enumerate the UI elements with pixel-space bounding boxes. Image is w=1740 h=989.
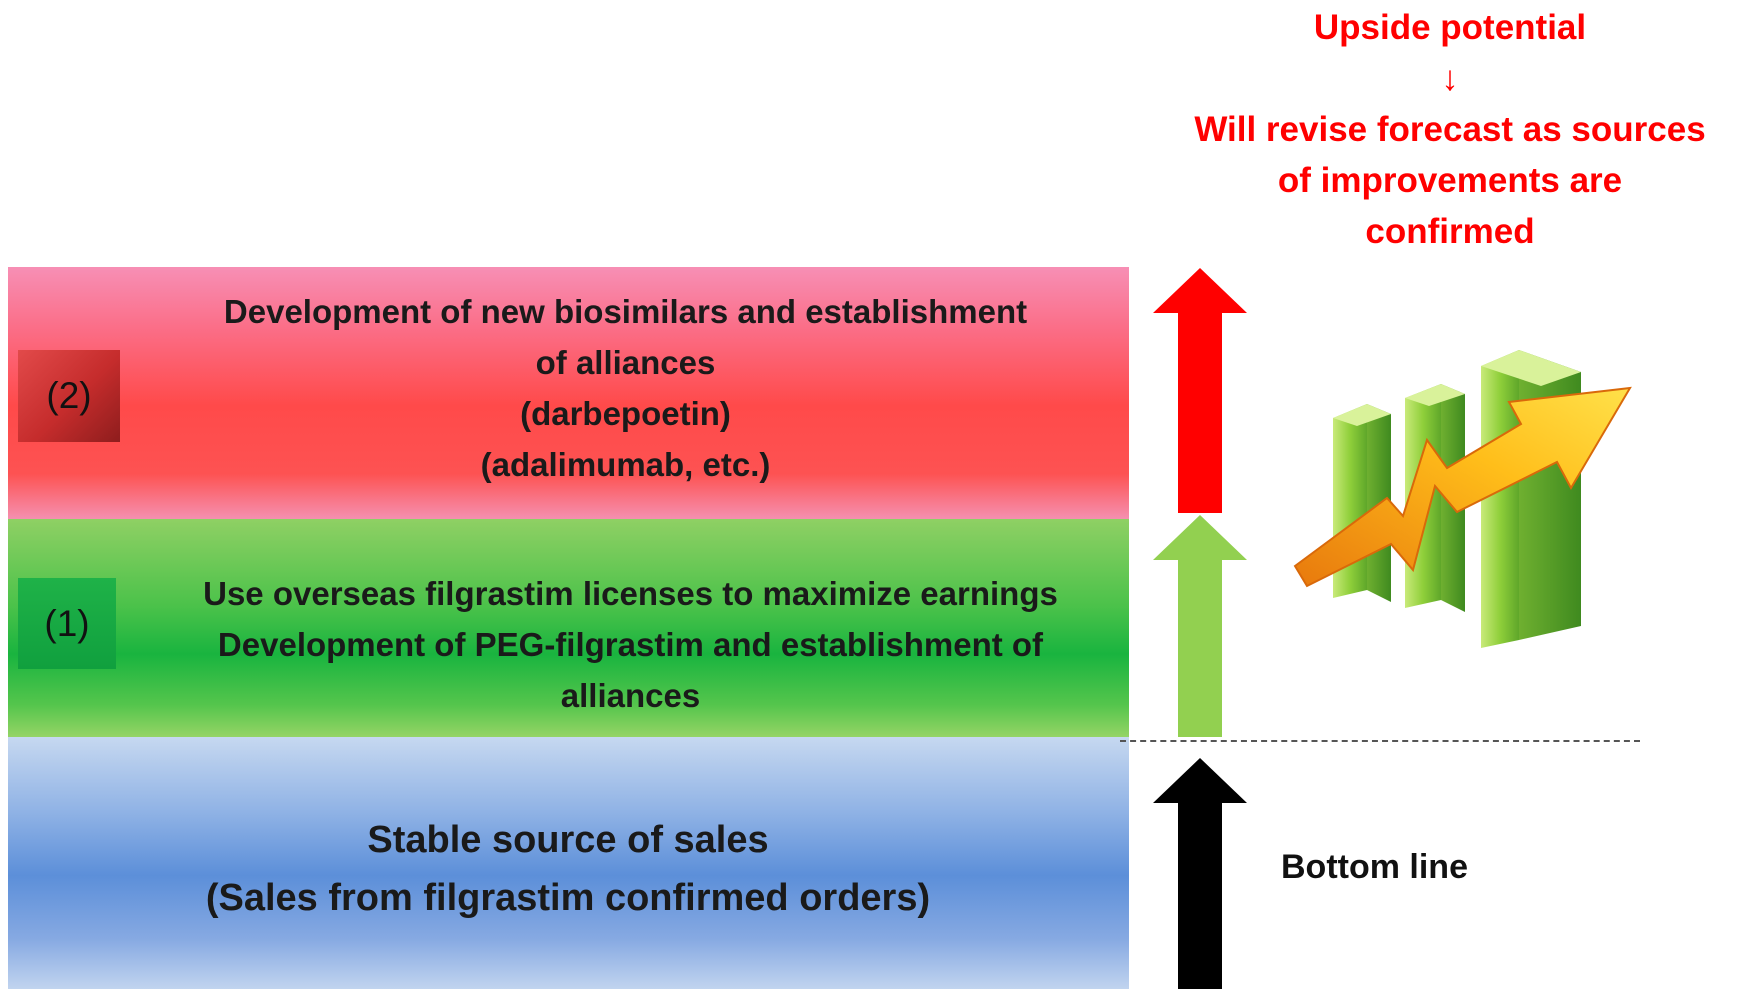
tag-2: (2) (18, 350, 120, 442)
band-2-text: Development of new biosimilars and estab… (128, 286, 1123, 490)
upside-title: Upside potential (1313, 8, 1587, 47)
band-1-line-1: Use overseas filgrastim licenses to maxi… (203, 575, 1058, 612)
band-0-line-2: (Sales from filgrastim confirmed orders) (205, 877, 931, 919)
bottom-line-label: Bottom line (1281, 848, 1468, 886)
band-overseas-filgrastim: (1) Use overseas filgrastim licenses to … (8, 519, 1129, 737)
band-2-line-2: of alliances (535, 344, 716, 381)
revise-forecast-line-3: confirmed (1365, 212, 1535, 251)
band-1-line-3: alliances (560, 677, 701, 714)
band-2-line-1: Development of new biosimilars and estab… (223, 293, 1028, 330)
bottom-line-divider (1120, 740, 1640, 742)
revise-forecast-line-1: Will revise forecast as sources (1194, 110, 1706, 149)
band-stable-source: Stable source of sales (Sales from filgr… (8, 737, 1129, 989)
red-up-arrow-icon (1153, 268, 1247, 513)
growth-bar-1-top (1333, 404, 1391, 426)
growth-bar-3-side (1519, 350, 1581, 640)
band-1-text: Use overseas filgrastim licenses to maxi… (128, 568, 1133, 721)
tag-1: (1) (18, 578, 116, 669)
band-1-line-2: Development of PEG-filgrastim and establ… (217, 626, 1044, 663)
band-new-biosimilars: (2) Development of new biosimilars and e… (8, 267, 1129, 519)
growth-bar-3-top (1481, 350, 1581, 386)
band-0-text: Stable source of sales (Sales from filgr… (48, 811, 1088, 927)
band-2-line-4: (adalimumab, etc.) (480, 446, 771, 483)
upside-potential-note: Upside potential ↓ Will revise forecast … (1170, 2, 1730, 257)
band-0-line-1: Stable source of sales (367, 819, 769, 861)
revise-forecast-line-2: of improvements are (1277, 161, 1623, 200)
growth-bar-3 (1481, 350, 1519, 648)
growth-trend-arrow (1293, 386, 1632, 588)
green-up-arrow-icon (1153, 515, 1247, 737)
band-2-line-3: (darbepoetin) (520, 395, 731, 432)
down-arrow-icon: ↓ (1441, 59, 1459, 98)
growth-bar-2-top (1405, 384, 1465, 406)
bar-chart-growth-icon (1293, 350, 1632, 648)
black-up-arrow-icon (1153, 758, 1247, 989)
